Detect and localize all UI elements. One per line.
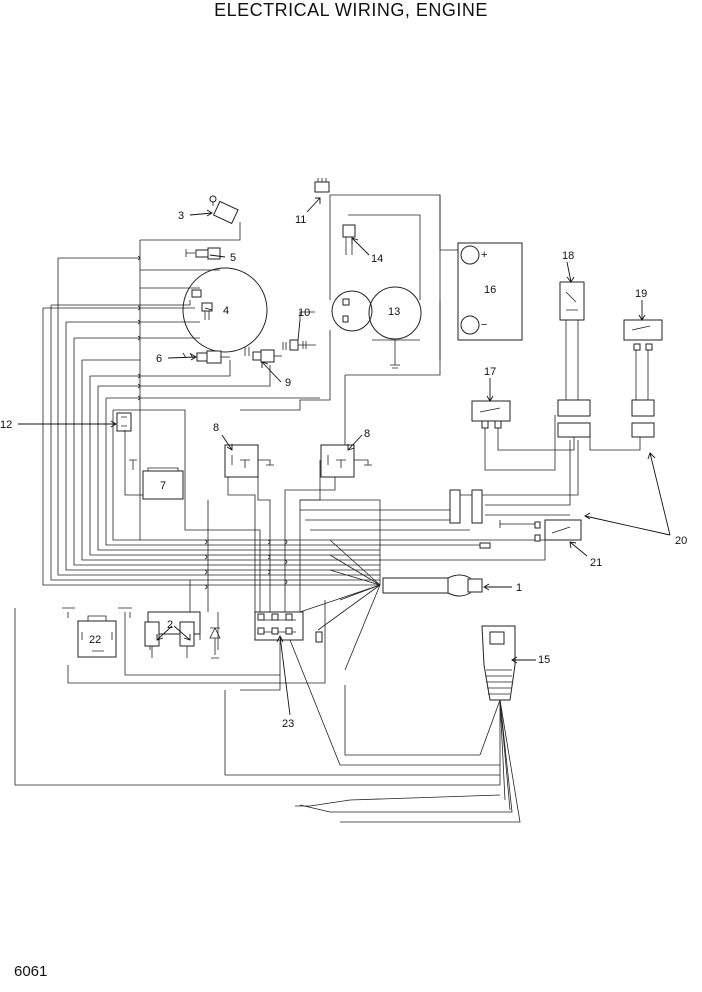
callout-3: 3 (178, 210, 184, 222)
callout-2: 2 (167, 619, 173, 631)
component-8-right (320, 444, 372, 478)
component-4 (182, 267, 268, 353)
component-9 (244, 347, 282, 363)
callout-10: 10 (298, 307, 310, 319)
callout-8-right: 8 (364, 428, 370, 440)
callout-20: 20 (675, 535, 687, 547)
callout-5: 5 (230, 252, 236, 264)
callout-6: 6 (156, 353, 162, 365)
component-5 (185, 247, 221, 260)
component-7 (124, 430, 184, 500)
callout-21: 21 (590, 557, 602, 569)
svg-text:+: + (481, 249, 487, 261)
callout-16: 16 (484, 284, 496, 296)
page-title: ELECTRICAL WIRING, ENGINE (214, 0, 488, 20)
component-16-battery: + − (457, 242, 523, 341)
callout-23: 23 (282, 718, 294, 730)
page-code: 6061 (14, 963, 48, 980)
component-11 (314, 178, 330, 193)
component-2 (144, 611, 221, 659)
callout-8-left: 8 (213, 422, 219, 434)
leader-arrows (18, 197, 671, 716)
callout-9: 9 (285, 377, 291, 389)
callout-13: 13 (388, 306, 400, 318)
component-3 (209, 195, 239, 225)
callout-12: 12 (0, 419, 12, 431)
callout-14: 14 (371, 253, 383, 265)
component-19 (623, 319, 663, 438)
callout-4: 4 (223, 305, 229, 317)
callout-15: 15 (538, 654, 550, 666)
component-18 (557, 281, 591, 438)
callout-19: 19 (635, 288, 647, 300)
callout-18: 18 (562, 250, 574, 262)
callout-11: 11 (295, 214, 306, 226)
component-10 (282, 339, 316, 351)
component-23 (254, 611, 323, 643)
callout-22: 22 (89, 634, 101, 646)
left-wire-bundle (42, 222, 380, 586)
component-12 (116, 412, 132, 432)
callout-7: 7 (160, 480, 166, 492)
component-22 (62, 607, 132, 658)
component-17 (471, 400, 511, 429)
component-14 (342, 224, 356, 255)
callout-labels: 1 2 3 4 5 6 7 8 8 9 10 11 12 13 14 15 16… (0, 210, 687, 730)
center-wiring (14, 194, 649, 823)
component-8-left (224, 444, 274, 478)
svg-text:−: − (481, 319, 487, 331)
component-13-starter (331, 286, 422, 369)
component-1-connector (382, 574, 483, 597)
component-20 (449, 489, 491, 549)
component-15-joystick (481, 625, 516, 701)
component-21 (499, 519, 582, 542)
wire-crossovers (137, 255, 288, 590)
callout-1: 1 (516, 582, 522, 594)
callout-17: 17 (484, 366, 496, 378)
